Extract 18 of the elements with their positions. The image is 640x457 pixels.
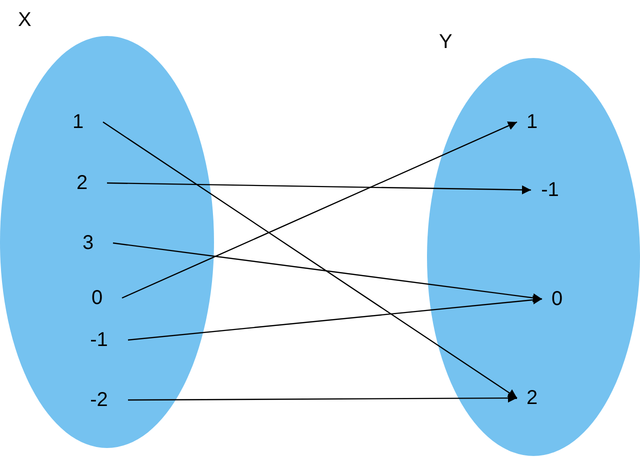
set-label: Y	[439, 30, 452, 54]
element-label: -1	[541, 178, 559, 202]
arrow	[102, 122, 518, 398]
element-label: 3	[82, 231, 94, 255]
set-label: X	[18, 8, 32, 32]
arrow	[122, 121, 518, 299]
element-label: 1	[526, 110, 538, 134]
arrow	[128, 394, 517, 403]
element-label: 2	[76, 171, 88, 195]
element-label: -2	[90, 388, 108, 412]
element-label: -1	[90, 328, 108, 352]
arrow	[112, 242, 542, 302]
element-label: 0	[91, 286, 103, 310]
arrow	[106, 182, 532, 194]
element-label: 2	[526, 386, 538, 410]
element-label: 0	[551, 287, 563, 311]
element-label: 1	[72, 110, 84, 134]
arrow	[128, 295, 542, 341]
